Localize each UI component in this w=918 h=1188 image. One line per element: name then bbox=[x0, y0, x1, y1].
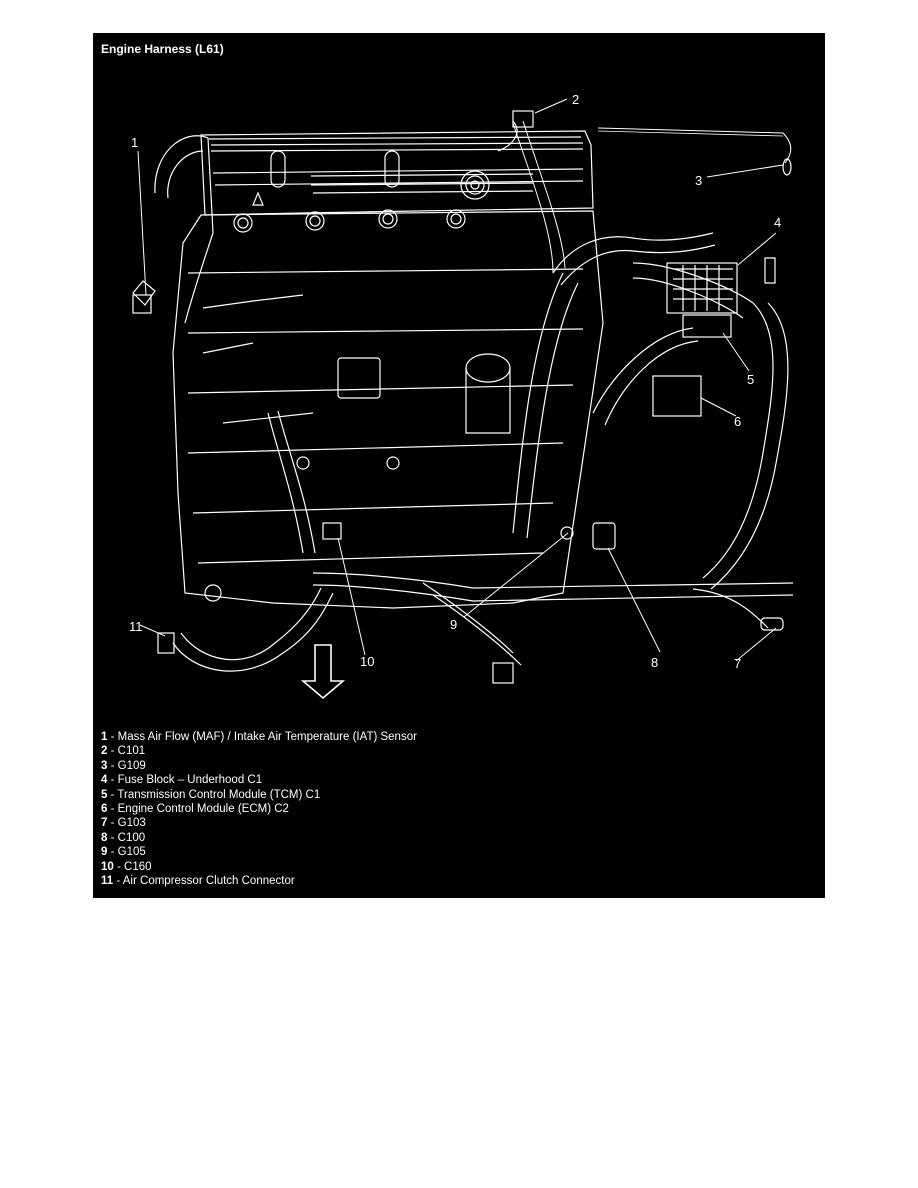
legend-item: 10 - C160 bbox=[101, 860, 152, 873]
callout-8: 8 bbox=[651, 655, 659, 670]
callout-2: 2 bbox=[572, 92, 580, 107]
callout-11: 11 bbox=[129, 619, 143, 634]
figure-title: Engine Harness (L61) bbox=[101, 42, 224, 56]
down-arrow-icon bbox=[300, 644, 346, 700]
callout-9: 9 bbox=[450, 617, 458, 632]
legend-item: 3 - G109 bbox=[101, 759, 146, 772]
callout-7: 7 bbox=[734, 656, 742, 671]
legend-item: 4 - Fuse Block – Underhood C1 bbox=[101, 774, 263, 787]
connectors bbox=[132, 110, 792, 684]
legend-item: 8 - C100 bbox=[101, 831, 146, 844]
callout-4: 4 bbox=[774, 215, 782, 230]
callout-leader-lines bbox=[137, 98, 784, 662]
callout-3: 3 bbox=[695, 173, 703, 188]
callout-6: 6 bbox=[734, 414, 742, 429]
component-legend: 1 - Mass Air Flow (MAF) / Intake Air Tem… bbox=[101, 730, 417, 888]
fuse-block-underhood bbox=[666, 262, 738, 314]
wiring-harness bbox=[172, 120, 794, 672]
legend-item: 1 - Mass Air Flow (MAF) / Intake Air Tem… bbox=[101, 731, 417, 743]
legend-item: 7 - G103 bbox=[101, 817, 146, 830]
air-intake-duct bbox=[132, 135, 214, 324]
engine-cam-cover bbox=[200, 130, 594, 216]
diagram-panel: Engine Harness (L61) bbox=[93, 33, 825, 898]
legend-item: 11 - Air Compressor Clutch Connector bbox=[101, 875, 295, 888]
callout-10: 10 bbox=[360, 654, 375, 669]
engine-harness-illustration bbox=[132, 98, 794, 700]
legend-item: 6 - Engine Control Module (ECM) C2 bbox=[101, 803, 289, 816]
engine-block bbox=[172, 209, 604, 609]
legend-item: 2 - C101 bbox=[101, 745, 146, 758]
legend-item: 9 - G105 bbox=[101, 846, 146, 859]
callout-5: 5 bbox=[747, 372, 755, 387]
callout-1: 1 bbox=[131, 135, 139, 150]
legend-item: 5 - Transmission Control Module (TCM) C1 bbox=[101, 788, 321, 801]
